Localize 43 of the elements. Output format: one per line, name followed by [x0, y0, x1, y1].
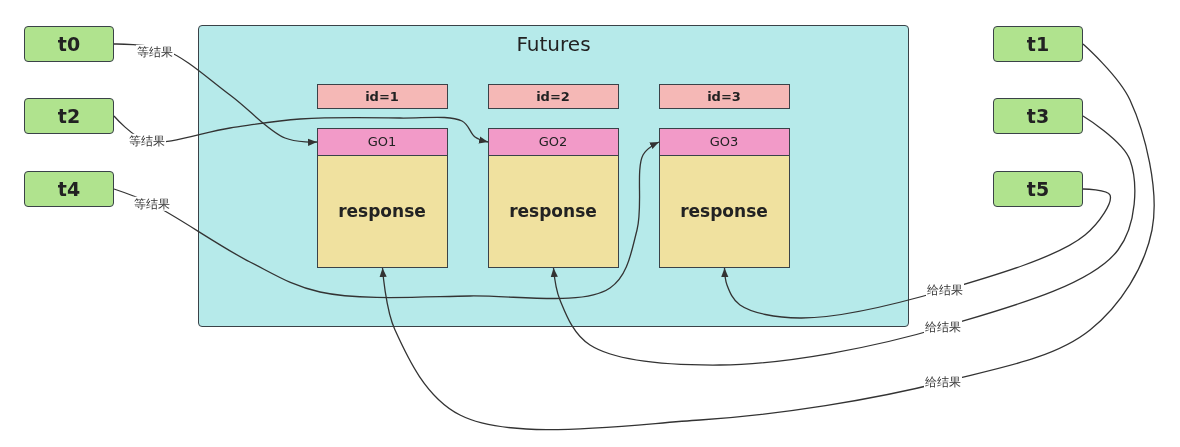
arrow: [113, 141, 660, 300]
thread-label: t3: [1026, 105, 1050, 127]
thread-box: [993, 98, 1083, 134]
thread-box: [993, 26, 1083, 62]
response-box: [658, 154, 790, 268]
response-label: response: [509, 201, 597, 221]
id-box: [658, 83, 790, 109]
thread-label: t2: [57, 105, 81, 127]
thread-box: [24, 98, 114, 134]
arrow: [721, 188, 1112, 319]
goroutine-box: [316, 127, 448, 156]
futures-container: [198, 25, 909, 327]
arrow: [379, 43, 1155, 431]
response-label: response: [680, 201, 768, 221]
goroutine-box: [658, 127, 790, 156]
id-box: [487, 83, 619, 109]
response-box: [316, 154, 448, 268]
edge-label: 给结果: [924, 319, 962, 335]
response-label: response: [338, 201, 426, 221]
thread-box: [24, 26, 114, 62]
thread-box: [24, 171, 114, 207]
thread-label: t5: [1026, 178, 1050, 200]
thread-label: t1: [1026, 33, 1050, 55]
edge-label: 等结果: [136, 44, 174, 60]
arrow: [550, 115, 1136, 366]
edge-label: 等结果: [128, 133, 166, 149]
id-label: id=2: [536, 88, 570, 104]
container-title: Futures: [516, 32, 591, 56]
id-label: id=3: [707, 88, 741, 104]
goroutine-label: GO2: [538, 134, 568, 149]
id-label: id=1: [365, 88, 399, 104]
thread-box: [993, 171, 1083, 207]
thread-label: t4: [57, 178, 81, 200]
goroutine-label: GO1: [367, 134, 397, 149]
edge-label: 等结果: [133, 196, 171, 212]
id-box: [316, 83, 448, 109]
arrow: [113, 115, 489, 144]
edge-label: 给结果: [924, 374, 962, 390]
goroutine-box: [487, 127, 619, 156]
edge-label: 给结果: [926, 282, 964, 298]
goroutine-label: GO3: [709, 134, 739, 149]
response-box: [487, 154, 619, 268]
thread-label: t0: [57, 33, 81, 55]
